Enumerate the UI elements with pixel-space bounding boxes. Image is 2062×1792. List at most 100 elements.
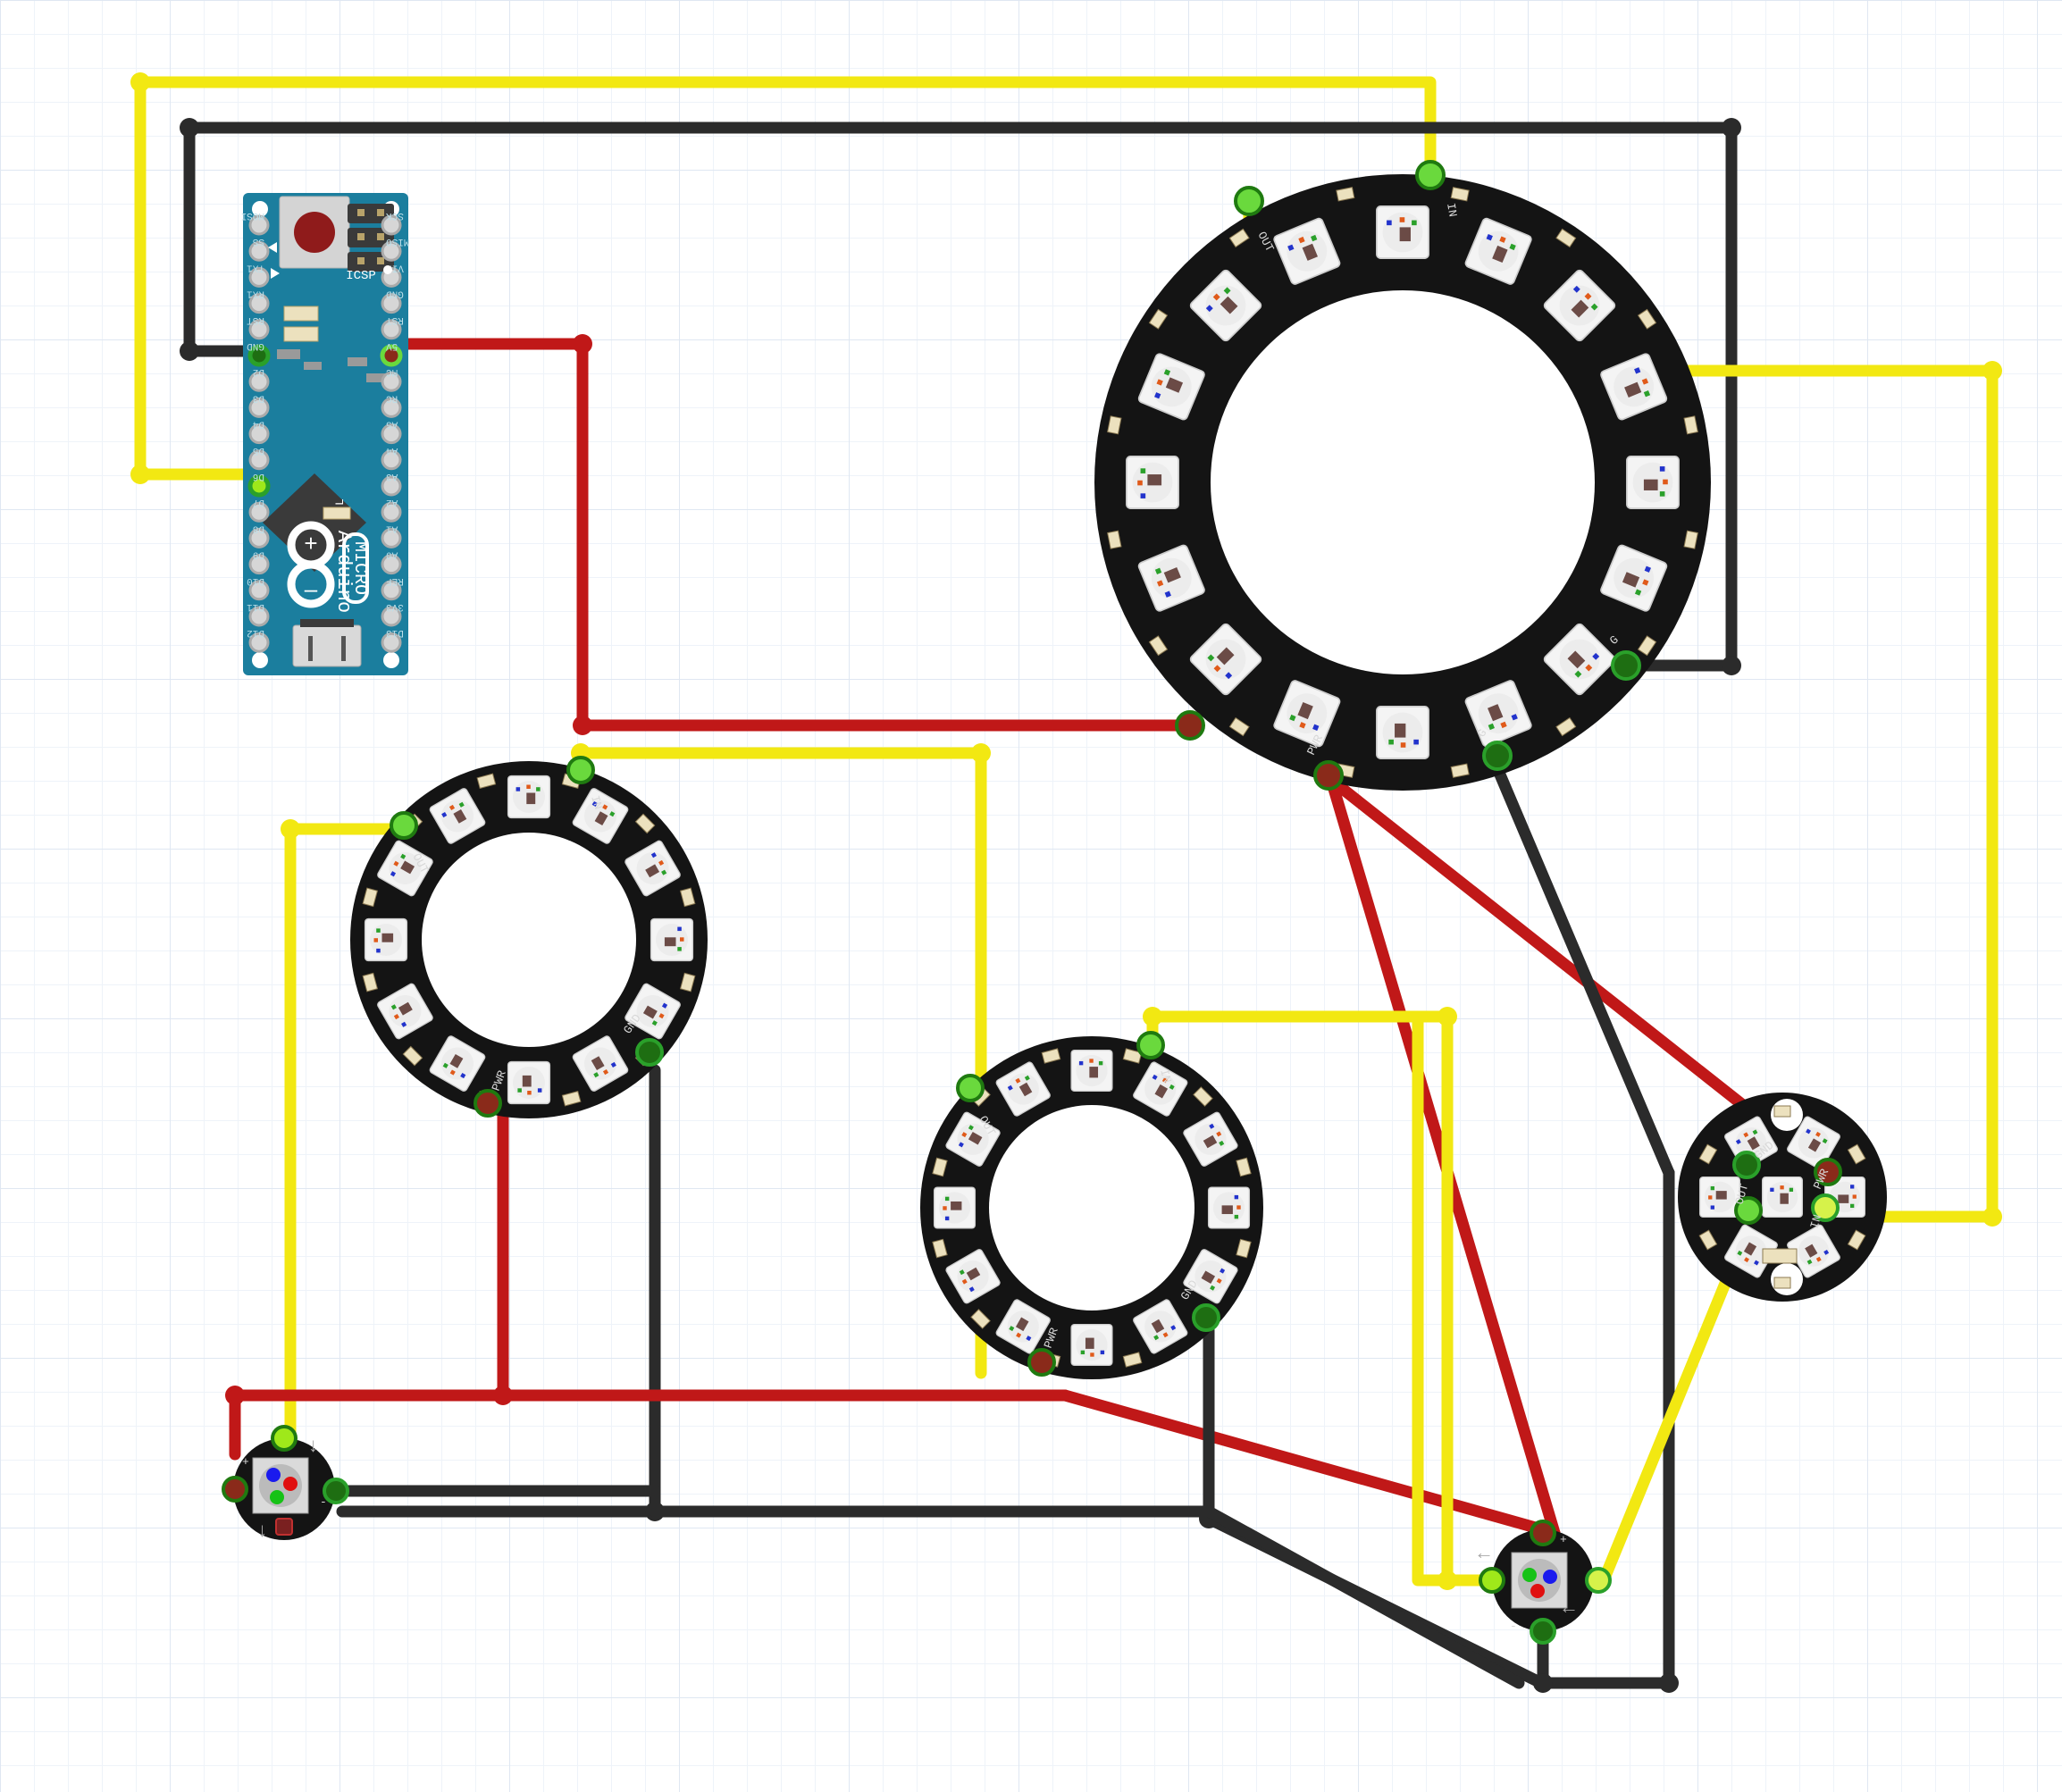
arduino-pin-label-d6: D6: [253, 471, 264, 481]
smd-resistor: [402, 1045, 423, 1067]
pad-ring12mid-gnd[interactable]: [1192, 1303, 1220, 1332]
arduino-pin-a5[interactable]: [381, 423, 402, 445]
arduino-pin-d4[interactable]: [248, 423, 270, 445]
smd-resistor: [1228, 228, 1250, 248]
arduino-pin-miso[interactable]: [381, 240, 402, 262]
arduino-pin-rst[interactable]: [248, 319, 270, 340]
arduino-pin-gnd[interactable]: [381, 293, 402, 314]
pad-breakout-right-out[interactable]: [1585, 1567, 1612, 1594]
pad-ring12left-out[interactable]: [390, 811, 418, 840]
reset-button-cap[interactable]: [294, 212, 335, 253]
arduino-pin-d5[interactable]: [248, 449, 270, 471]
arduino-pin-d13[interactable]: [381, 632, 402, 653]
component-neopixel-ring-12-left[interactable]: IN OUT PWR GND: [350, 756, 708, 1118]
smd-resistor: [634, 813, 656, 834]
arduino-pin-label-a0: A0: [386, 549, 398, 560]
component-neopixel-jewel-7[interactable]: GND PWR OUT IN: [1678, 1093, 1887, 1302]
arduino-pin-ref[interactable]: [381, 580, 402, 601]
pad-breakout-left-din[interactable]: [271, 1425, 298, 1452]
pad-breakout-right-in[interactable]: [1479, 1567, 1505, 1594]
arduino-pin-mosi[interactable]: [248, 214, 270, 236]
arduino-pin-rst[interactable]: [381, 319, 402, 340]
wire-black-ring16-to-jewel-gnd[interactable]: [1491, 762, 1675, 1179]
arduino-pin-rc[interactable]: [381, 397, 402, 418]
pad-ring16-out[interactable]: [1234, 186, 1264, 216]
arduino-pin-a2[interactable]: [381, 501, 402, 523]
pad-ring12left-gnd[interactable]: [635, 1038, 664, 1067]
pad-jewel-pwr[interactable]: [1814, 1158, 1842, 1186]
pad-jewel-gnd[interactable]: [1732, 1151, 1761, 1179]
arduino-pin-a4[interactable]: [381, 449, 402, 471]
neopixel-led: [429, 1035, 486, 1092]
pad-jewel-in[interactable]: [1811, 1193, 1840, 1222]
arduino-pin-mc[interactable]: [381, 371, 402, 392]
wire-black-gnd-to-ring16-g[interactable]: [183, 121, 1738, 672]
pad-ring16-gnd2[interactable]: [1611, 650, 1641, 681]
arduino-pin-label-d2: D2: [253, 366, 264, 377]
pad-ring12left-pwr[interactable]: [474, 1089, 502, 1118]
arduino-pin-d7[interactable]: [248, 501, 270, 523]
pad-breakout-left-plus[interactable]: [222, 1476, 248, 1503]
arduino-pin-tx1[interactable]: [248, 266, 270, 288]
arduino-pin-d12[interactable]: [248, 632, 270, 653]
arduino-pin-a3[interactable]: [381, 475, 402, 497]
arduino-pin-label-ss: SS: [252, 236, 264, 247]
neopixel-led: [572, 788, 629, 844]
arduino-pin-d3[interactable]: [248, 397, 270, 418]
logo-plus: +: [304, 530, 317, 557]
component-neopixel-ring-16[interactable]: IN OUT PWR G G: [1094, 160, 1711, 791]
arduino-pin-d6[interactable]: [247, 474, 271, 498]
rx-arrow-icon: [271, 268, 280, 279]
arduino-pin-ss[interactable]: [248, 240, 270, 262]
neopixel-led: [1600, 353, 1668, 421]
arduino-pin-d11[interactable]: [248, 606, 270, 627]
arduino-pin-rx1[interactable]: [248, 293, 270, 314]
pad-breakout-left-minus[interactable]: [323, 1478, 349, 1504]
breakout-left-cap: [275, 1518, 293, 1536]
pad-ring16-in[interactable]: [1415, 160, 1446, 190]
pad-ring12mid-out[interactable]: [956, 1074, 985, 1102]
wire-yellow-jewel-out-to-breakoutright-in[interactable]: [1597, 1225, 1753, 1587]
pad-ring12left-in[interactable]: [566, 756, 595, 784]
smd-resistor: [1122, 1048, 1143, 1064]
smd-resistor: [1637, 635, 1657, 657]
arduino-pin-d8[interactable]: [248, 527, 270, 548]
usb-connector[interactable]: [292, 624, 362, 667]
arduino-pin-label-a3: A3: [386, 471, 398, 481]
arduino-pin-d9[interactable]: [248, 554, 270, 575]
arduino-pin-5v[interactable]: [380, 344, 403, 367]
arduino-pin-d2[interactable]: [248, 371, 270, 392]
pad-ring12mid-in[interactable]: [1136, 1031, 1165, 1059]
neopixel-led: [933, 1186, 977, 1229]
component-arduino-micro[interactable]: ICSP L + – Arduino MICRO: [241, 193, 410, 675]
wire-black-breakoutleft-minus-bus[interactable]: [330, 1485, 1525, 1689]
arduino-pin-label-d8: D8: [253, 523, 264, 533]
smd-resistor: [476, 773, 497, 790]
arduino-pin-sck[interactable]: [381, 214, 402, 236]
component-neopixel-ring-12-mid[interactable]: IN OUT PWR GND: [920, 1031, 1263, 1379]
pad-ring16-pwr2[interactable]: [1175, 710, 1205, 741]
pad-label-ring12mid-in: IN: [1157, 1068, 1174, 1084]
pad-ring16-pwr[interactable]: [1313, 760, 1344, 791]
led-l-label: L: [333, 498, 347, 506]
arduino-pin-a1[interactable]: [381, 527, 402, 548]
component-neopixel-breakout-left[interactable]: + - ↓ ↓: [222, 1425, 349, 1541]
pad-breakout-right-plus[interactable]: [1530, 1520, 1556, 1546]
pad-ring12mid-pwr[interactable]: [1027, 1348, 1056, 1377]
pin1-dot: [383, 265, 392, 274]
neopixel-led: [1070, 1049, 1113, 1093]
pad-ring16-gnd[interactable]: [1482, 741, 1513, 771]
component-neopixel-breakout-right[interactable]: + - ← ←: [1474, 1520, 1612, 1645]
wire-red-ring12mid-pwr-to-breakout-right[interactable]: [1059, 1389, 1561, 1539]
wire-red-5v-to-ring16-pwr[interactable]: [398, 338, 1199, 732]
wire-yellow-breakoutright-left-bus[interactable]: [1412, 1010, 1498, 1587]
arduino-pin-d10[interactable]: [248, 580, 270, 601]
pad-breakout-right-minus[interactable]: [1530, 1618, 1556, 1645]
arduino-pin-gnd[interactable]: [247, 344, 271, 367]
arduino-pin-label-rc: RC: [386, 392, 398, 403]
arduino-pin-a0[interactable]: [381, 554, 402, 575]
pad-jewel-out[interactable]: [1734, 1196, 1763, 1225]
arduino-pin-3v3[interactable]: [381, 606, 402, 627]
icsp-header[interactable]: [348, 204, 394, 272]
